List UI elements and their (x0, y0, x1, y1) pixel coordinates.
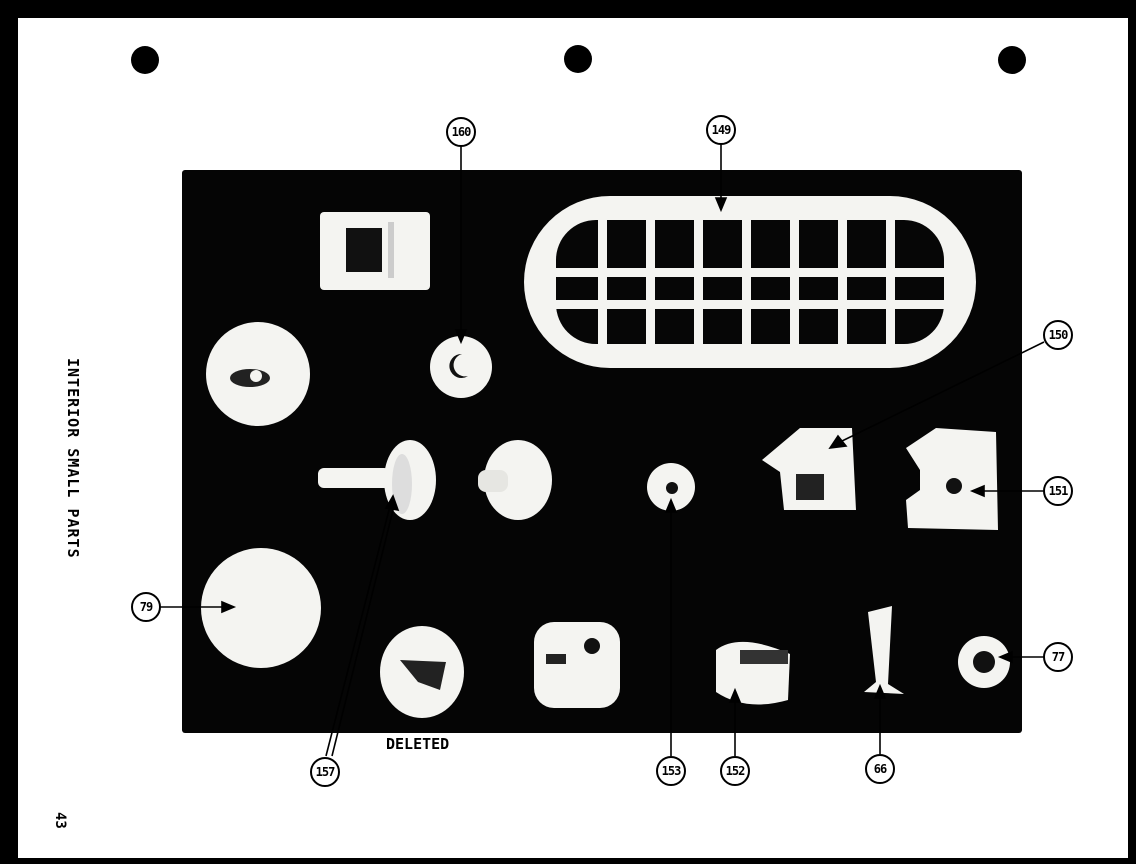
callout-157: 157 (310, 757, 340, 787)
callout-160: 160 (446, 117, 476, 147)
part-large-disc (201, 548, 321, 668)
deleted-note: DELETED (386, 735, 450, 753)
part-small-button (647, 463, 695, 511)
part-disc (206, 322, 310, 426)
callout-149: 149 (706, 115, 736, 145)
page-number: 43 (52, 812, 68, 829)
part-hinge-cap (380, 626, 464, 718)
part-square-knob (534, 622, 620, 708)
section-title: INTERIOR SMALL PARTS (64, 358, 82, 559)
callout-153: 153 (656, 756, 686, 786)
callout-150: 150 (1043, 320, 1073, 350)
part-block-bracket (906, 428, 998, 530)
callout-77: 77 (1043, 642, 1073, 672)
part-plug-stem (318, 440, 436, 520)
part-round-cap (430, 336, 492, 398)
part-small-grommet (958, 636, 1010, 688)
binder-hole-center (564, 45, 592, 73)
binder-hole-left (131, 46, 159, 74)
part-cup-cap (716, 641, 790, 705)
part-grille (524, 196, 976, 368)
part-clip (320, 212, 430, 290)
part-bracket (762, 428, 856, 510)
part-pin (864, 606, 904, 694)
part-knob (478, 440, 552, 520)
callout-151: 151 (1043, 476, 1073, 506)
callout-152: 152 (720, 756, 750, 786)
binder-hole-right (998, 46, 1026, 74)
callout-66: 66 (865, 754, 895, 784)
callout-79: 79 (131, 592, 161, 622)
